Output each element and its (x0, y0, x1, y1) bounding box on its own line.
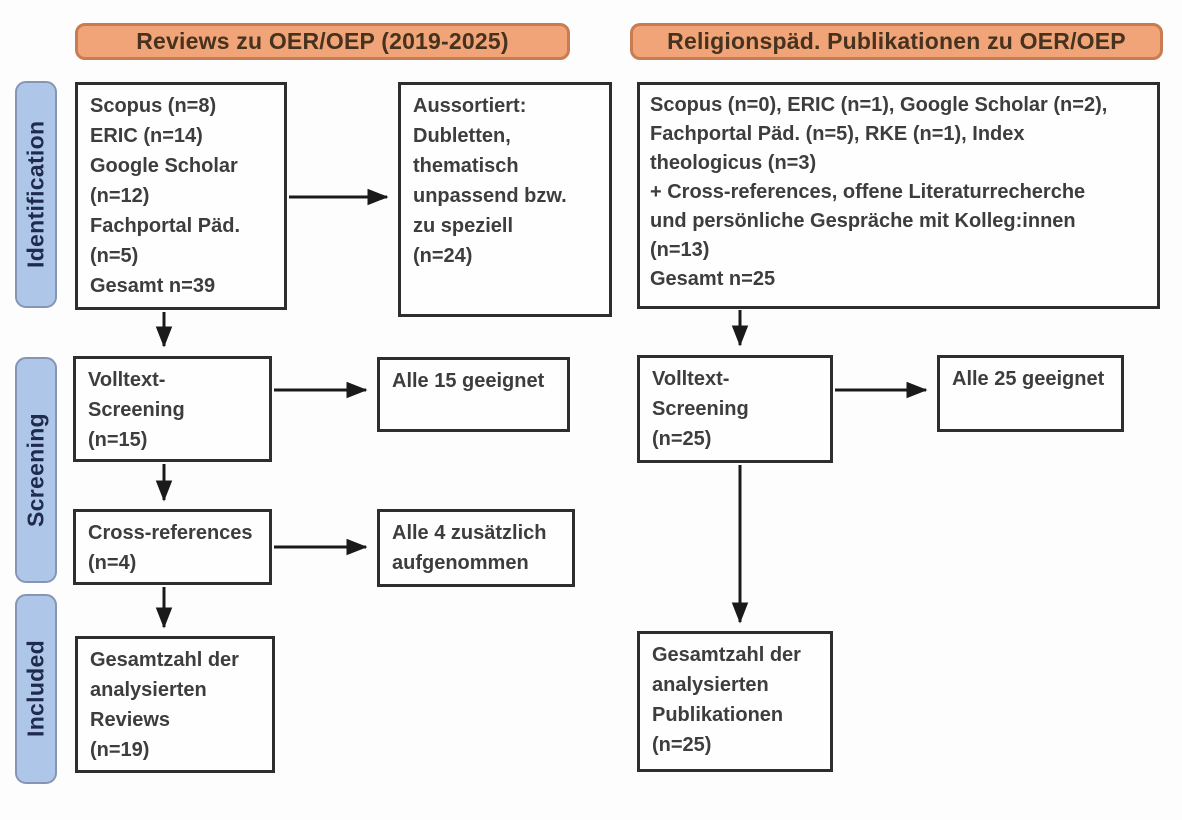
column-header-religionspaed: Religionspäd. Publikationen zu OER/OEP (630, 23, 1163, 60)
box-left-identification-sources: Scopus (n=8) ERIC (n=14) Google Scholar … (75, 82, 287, 310)
box-left-excluded: Aussortiert: Dubletten, thematisch unpas… (398, 82, 612, 317)
box-left-fulltext-screening: Volltext- Screening (n=15) (73, 356, 272, 462)
box-right-fulltext-screening: Volltext- Screening (n=25) (637, 355, 833, 463)
box-right-included-total: Gesamtzahl der analysierten Publikatione… (637, 631, 833, 772)
box-left-crossreferences: Cross-references (n=4) (73, 509, 272, 585)
stage-label-identification: Identification (15, 81, 57, 308)
column-header-reviews: Reviews zu OER/OEP (2019-2025) (75, 23, 570, 60)
box-right-screening-result: Alle 25 geeignet (937, 355, 1124, 432)
stage-label-screening: Screening (15, 357, 57, 583)
box-left-screening-result: Alle 15 geeignet (377, 357, 570, 432)
box-left-crossref-result: Alle 4 zusätzlich aufgenommen (377, 509, 575, 587)
box-left-included-total: Gesamtzahl der analysierten Reviews (n=1… (75, 636, 275, 773)
box-right-identification-sources: Scopus (n=0), ERIC (n=1), Google Scholar… (637, 82, 1160, 309)
stage-label-included: Included (15, 594, 57, 784)
